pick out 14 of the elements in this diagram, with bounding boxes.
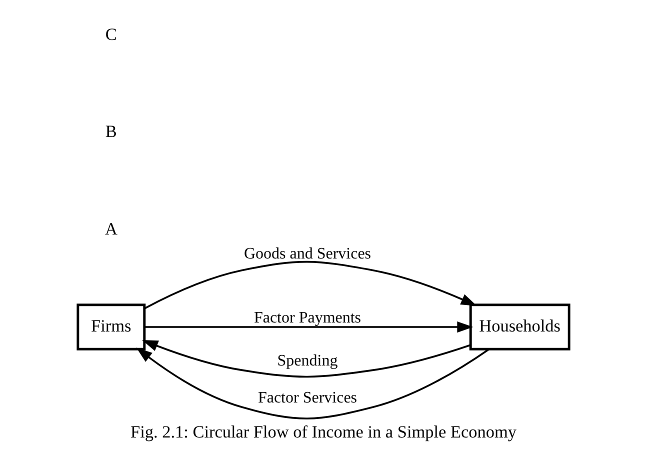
label: A [104, 219, 118, 238]
edge-label: Goods and Services [244, 246, 372, 263]
arrow [144, 260, 477, 310]
edge-label: Factor Payments [254, 310, 362, 327]
edge-label: Factor Services [258, 390, 358, 407]
arrow [136, 348, 490, 420]
node-box: Households [469, 304, 570, 350]
node-box: Firms [76, 304, 146, 350]
arrow [144, 321, 474, 333]
edge-label: Spending [277, 352, 338, 370]
label: B [105, 122, 117, 142]
caption: Fig. 2.1: Circular Flow of Income in a Simple Economy [130, 422, 516, 442]
arrow [142, 340, 471, 378]
label: C [105, 24, 117, 44]
